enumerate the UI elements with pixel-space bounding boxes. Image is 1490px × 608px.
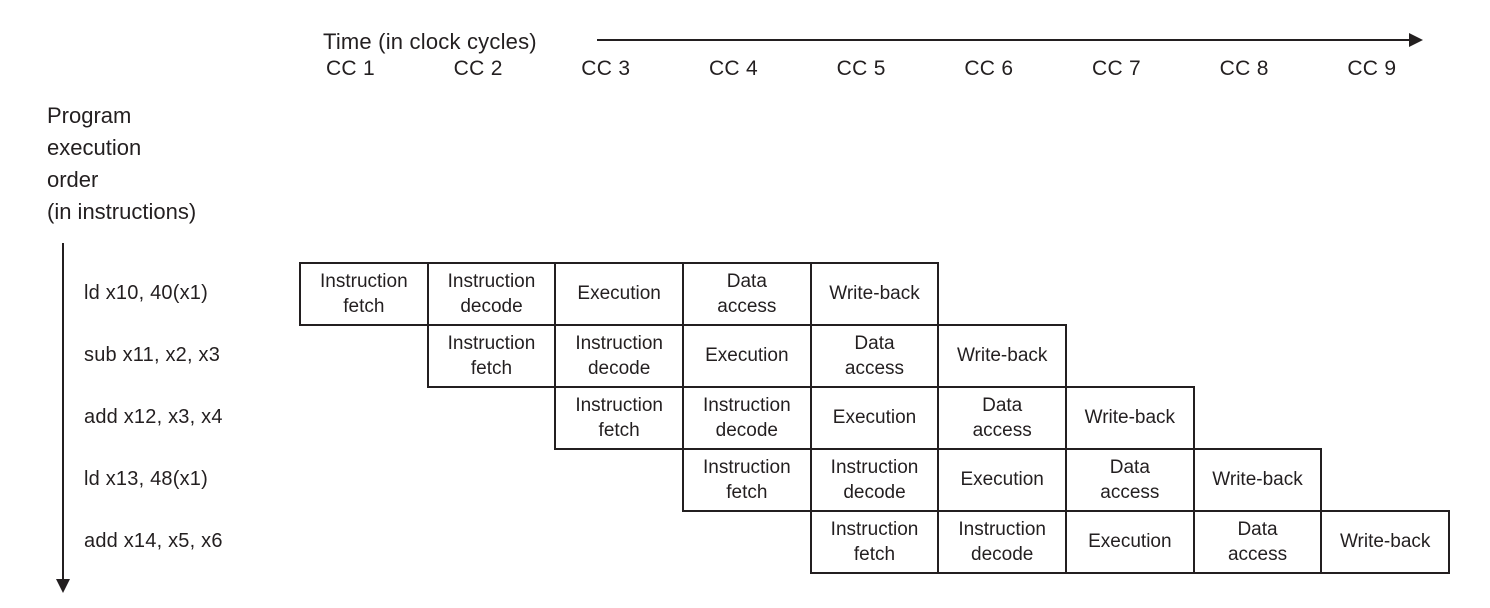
clock-cycle-label: CC 4 [708,57,759,80]
pipeline-stage-cell: Data access [937,386,1067,450]
time-axis-arrowhead-icon [1409,33,1423,47]
instruction-label: add x12, x3, x4 [84,405,223,428]
pipeline-stage-cell: Instruction fetch [299,262,429,326]
pipeline-stage-cell: Write-back [937,324,1067,388]
pipeline-stage-cell: Data access [809,324,940,388]
pipeline-stage-cell: Data access [1192,510,1323,574]
program-order-label-line: order [47,167,99,192]
pipeline-stage-cell: Write-back [1320,510,1451,574]
program-order-label-line: execution [47,135,142,160]
instruction-label: ld x10, 40(x1) [84,281,208,304]
pipeline-stage-cell: Instruction decode [682,386,812,450]
pipeline-stage-cell: Instruction fetch [426,324,557,388]
pipeline-stage-cell: Write-back [1065,386,1195,450]
pipeline-stage-cell: Instruction fetch [682,448,812,512]
pipeline-stage-cell: Instruction decode [426,262,557,326]
clock-cycle-label: CC 9 [1347,57,1397,80]
program-order-arrowhead-icon [56,579,70,593]
time-axis-title: Time (in clock cycles) [323,29,537,54]
clock-cycle-label: CC 5 [836,57,886,80]
clock-cycle-label: CC 7 [1091,57,1142,80]
clock-cycle-label: CC 8 [1219,57,1269,80]
program-order-arrow-line [62,243,64,580]
instruction-label: ld x13, 48(x1) [84,467,208,490]
pipeline-stage-cell: Instruction fetch [809,510,940,574]
clock-cycle-label: CC 2 [453,57,503,80]
pipeline-stage-cell: Execution [937,448,1067,512]
pipeline-stage-cell: Instruction decode [937,510,1067,574]
pipeline-stage-cell: Execution [554,262,684,326]
clock-cycle-label: CC 1 [325,57,376,80]
instruction-label: sub x11, x2, x3 [84,343,221,366]
pipeline-stage-cell: Instruction fetch [554,386,684,450]
pipeline-stage-cell: Execution [809,386,940,450]
pipeline-stage-cell: Data access [1065,448,1195,512]
pipeline-stage-cell: Write-back [1192,448,1323,512]
pipeline-stage-cell: Execution [1065,510,1195,574]
pipeline-stage-cell: Instruction decode [554,324,684,388]
program-order-label-line: (in instructions) [47,199,197,224]
pipeline-stage-cell: Execution [682,324,812,388]
instruction-label: add x14, x5, x6 [84,529,223,552]
program-order-label-line: Program [47,103,132,128]
clock-cycle-label: CC 3 [581,57,631,80]
time-axis-arrow-line [597,39,1410,41]
pipeline-stage-cell: Write-back [809,262,940,326]
pipeline-stage-cell: Instruction decode [809,448,940,512]
pipeline-stage-cell: Data access [682,262,812,326]
clock-cycle-label: CC 6 [964,57,1014,80]
program-order-label: Program execution order (in instructions) [47,100,196,228]
